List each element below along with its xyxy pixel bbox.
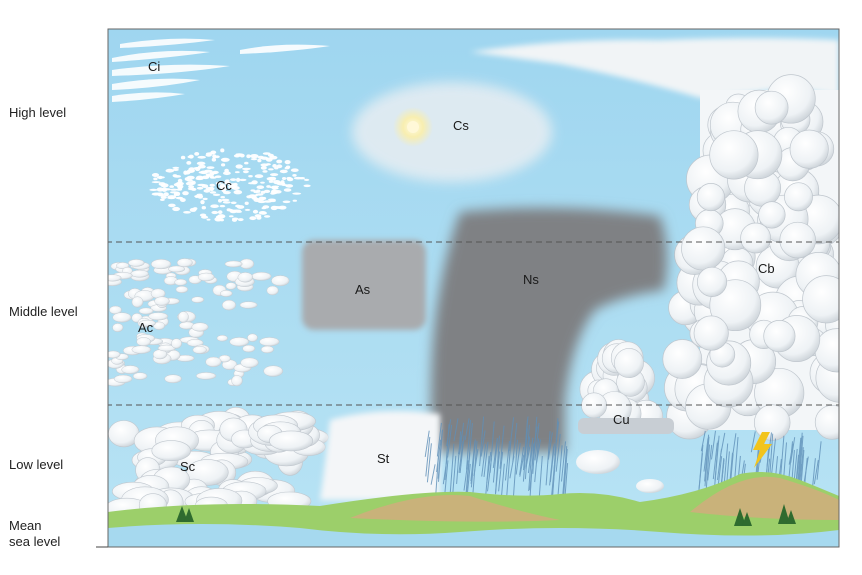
water (108, 524, 839, 547)
anvil-cloud (470, 38, 839, 98)
sea-level-line1: Mean (9, 518, 42, 533)
cirrostratus-cloud (352, 82, 552, 182)
sea-level-line2: sea level (9, 534, 61, 549)
rain-nimbostratus (424, 416, 569, 516)
altostratus-cloud (302, 240, 426, 330)
label-ac: Ac (138, 320, 154, 335)
label-sc: Sc (180, 459, 196, 474)
stratus-cloud (320, 411, 440, 500)
cumulonimbus-cloud (662, 74, 839, 441)
high-level-label: High level (9, 105, 67, 120)
trees (176, 504, 796, 526)
label-as: As (355, 282, 371, 297)
hill-left (350, 494, 560, 522)
middle-level-label: Middle level (9, 304, 78, 319)
label-cc: Cc (216, 178, 232, 193)
rain-cumulonimbus (698, 430, 822, 501)
label-st: St (377, 451, 390, 466)
small-cumulus-cloud (576, 450, 664, 493)
lightning-bolt-icon (753, 432, 772, 468)
label-cu: Cu (613, 412, 630, 427)
label-ns: Ns (523, 272, 539, 287)
sun-icon (407, 121, 419, 133)
mean-sea-level-label: Mean sea level (9, 518, 60, 550)
label-cs: Cs (453, 118, 469, 133)
low-level-label: Low level (9, 457, 64, 472)
nimbostratus-cloud (430, 207, 668, 452)
hill-right (690, 476, 839, 520)
cumulus-cloud (578, 339, 674, 434)
cirrocumulus-cloud (149, 148, 311, 222)
label-ci: Ci (148, 59, 160, 74)
label-cb: Cb (758, 261, 775, 276)
cirrus-cloud (112, 38, 330, 102)
altocumulus-cloud (108, 258, 290, 387)
diagram-frame (107, 28, 840, 548)
